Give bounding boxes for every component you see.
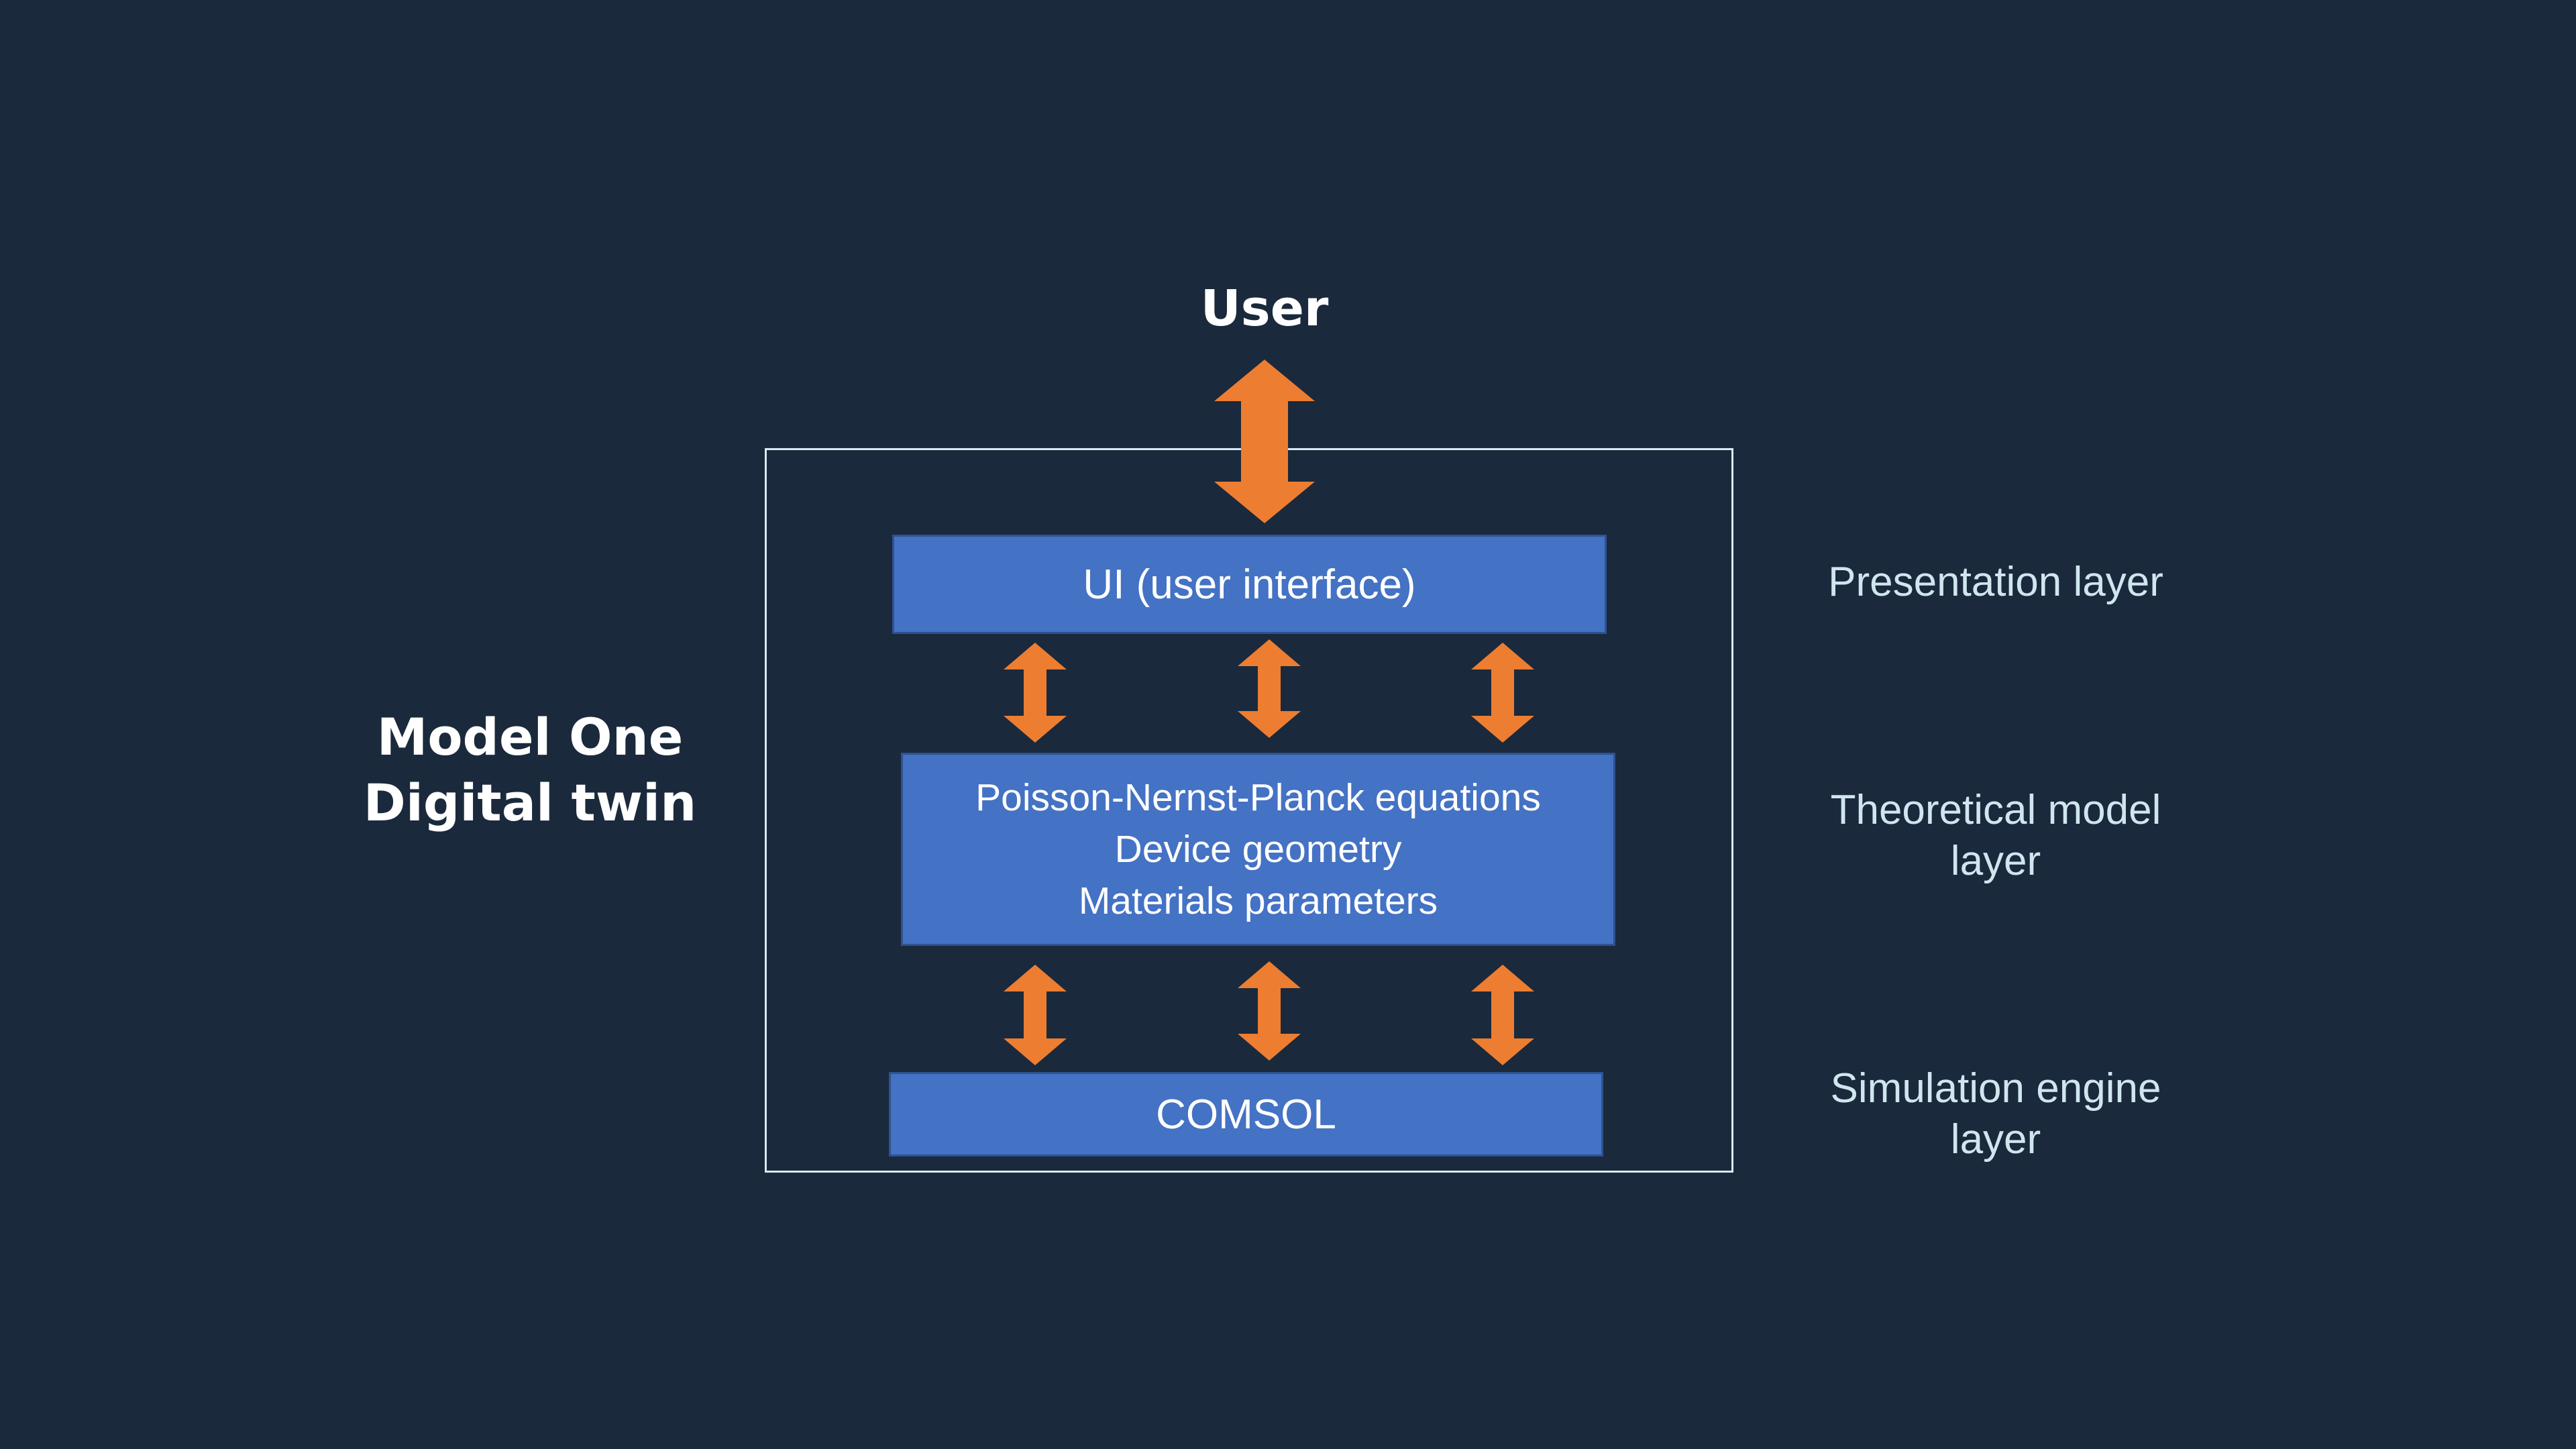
- theoretical-layer-label: Theoretical model layer: [1774, 785, 2217, 887]
- model-comsol-arrow-left: [1004, 965, 1067, 1065]
- ui-model-arrow-center: [1238, 639, 1301, 738]
- theoretical-model-box: Poisson-Nernst-Planck equations Device g…: [901, 753, 1615, 946]
- theoretical-layer-line-1: Theoretical model: [1830, 787, 2161, 833]
- simulation-layer-line-2: layer: [1950, 1116, 2041, 1163]
- presentation-layer-text: Presentation layer: [1828, 559, 2163, 605]
- model-comsol-arrow-right: [1471, 965, 1534, 1065]
- simulation-layer-line-1: Simulation engine: [1830, 1065, 2161, 1112]
- digital-twin-line-2: Digital twin: [363, 773, 697, 833]
- ui-box: UI (user interface): [892, 535, 1607, 634]
- model-box-line-1: Poisson-Nernst-Planck equations: [975, 775, 1541, 819]
- presentation-layer-label: Presentation layer: [1774, 557, 2217, 608]
- user-ui-double-arrow: [1214, 360, 1315, 523]
- model-box-line-3: Materials parameters: [1078, 879, 1438, 922]
- digital-twin-line-1: Model One: [376, 707, 684, 767]
- comsol-box: COMSOL: [889, 1072, 1603, 1157]
- ui-model-arrow-right: [1471, 643, 1534, 743]
- ui-model-arrow-left: [1004, 643, 1067, 743]
- model-comsol-arrow-center: [1238, 961, 1301, 1061]
- ui-box-label: UI (user interface): [1083, 561, 1416, 608]
- model-box-line-2: Device geometry: [1114, 827, 1402, 871]
- digital-twin-label: Model One Digital twin: [349, 704, 711, 839]
- simulation-layer-label: Simulation engine layer: [1774, 1063, 2217, 1165]
- comsol-box-label: COMSOL: [1156, 1091, 1336, 1138]
- user-label: User: [1200, 280, 1329, 337]
- theoretical-layer-line-2: layer: [1950, 838, 2041, 884]
